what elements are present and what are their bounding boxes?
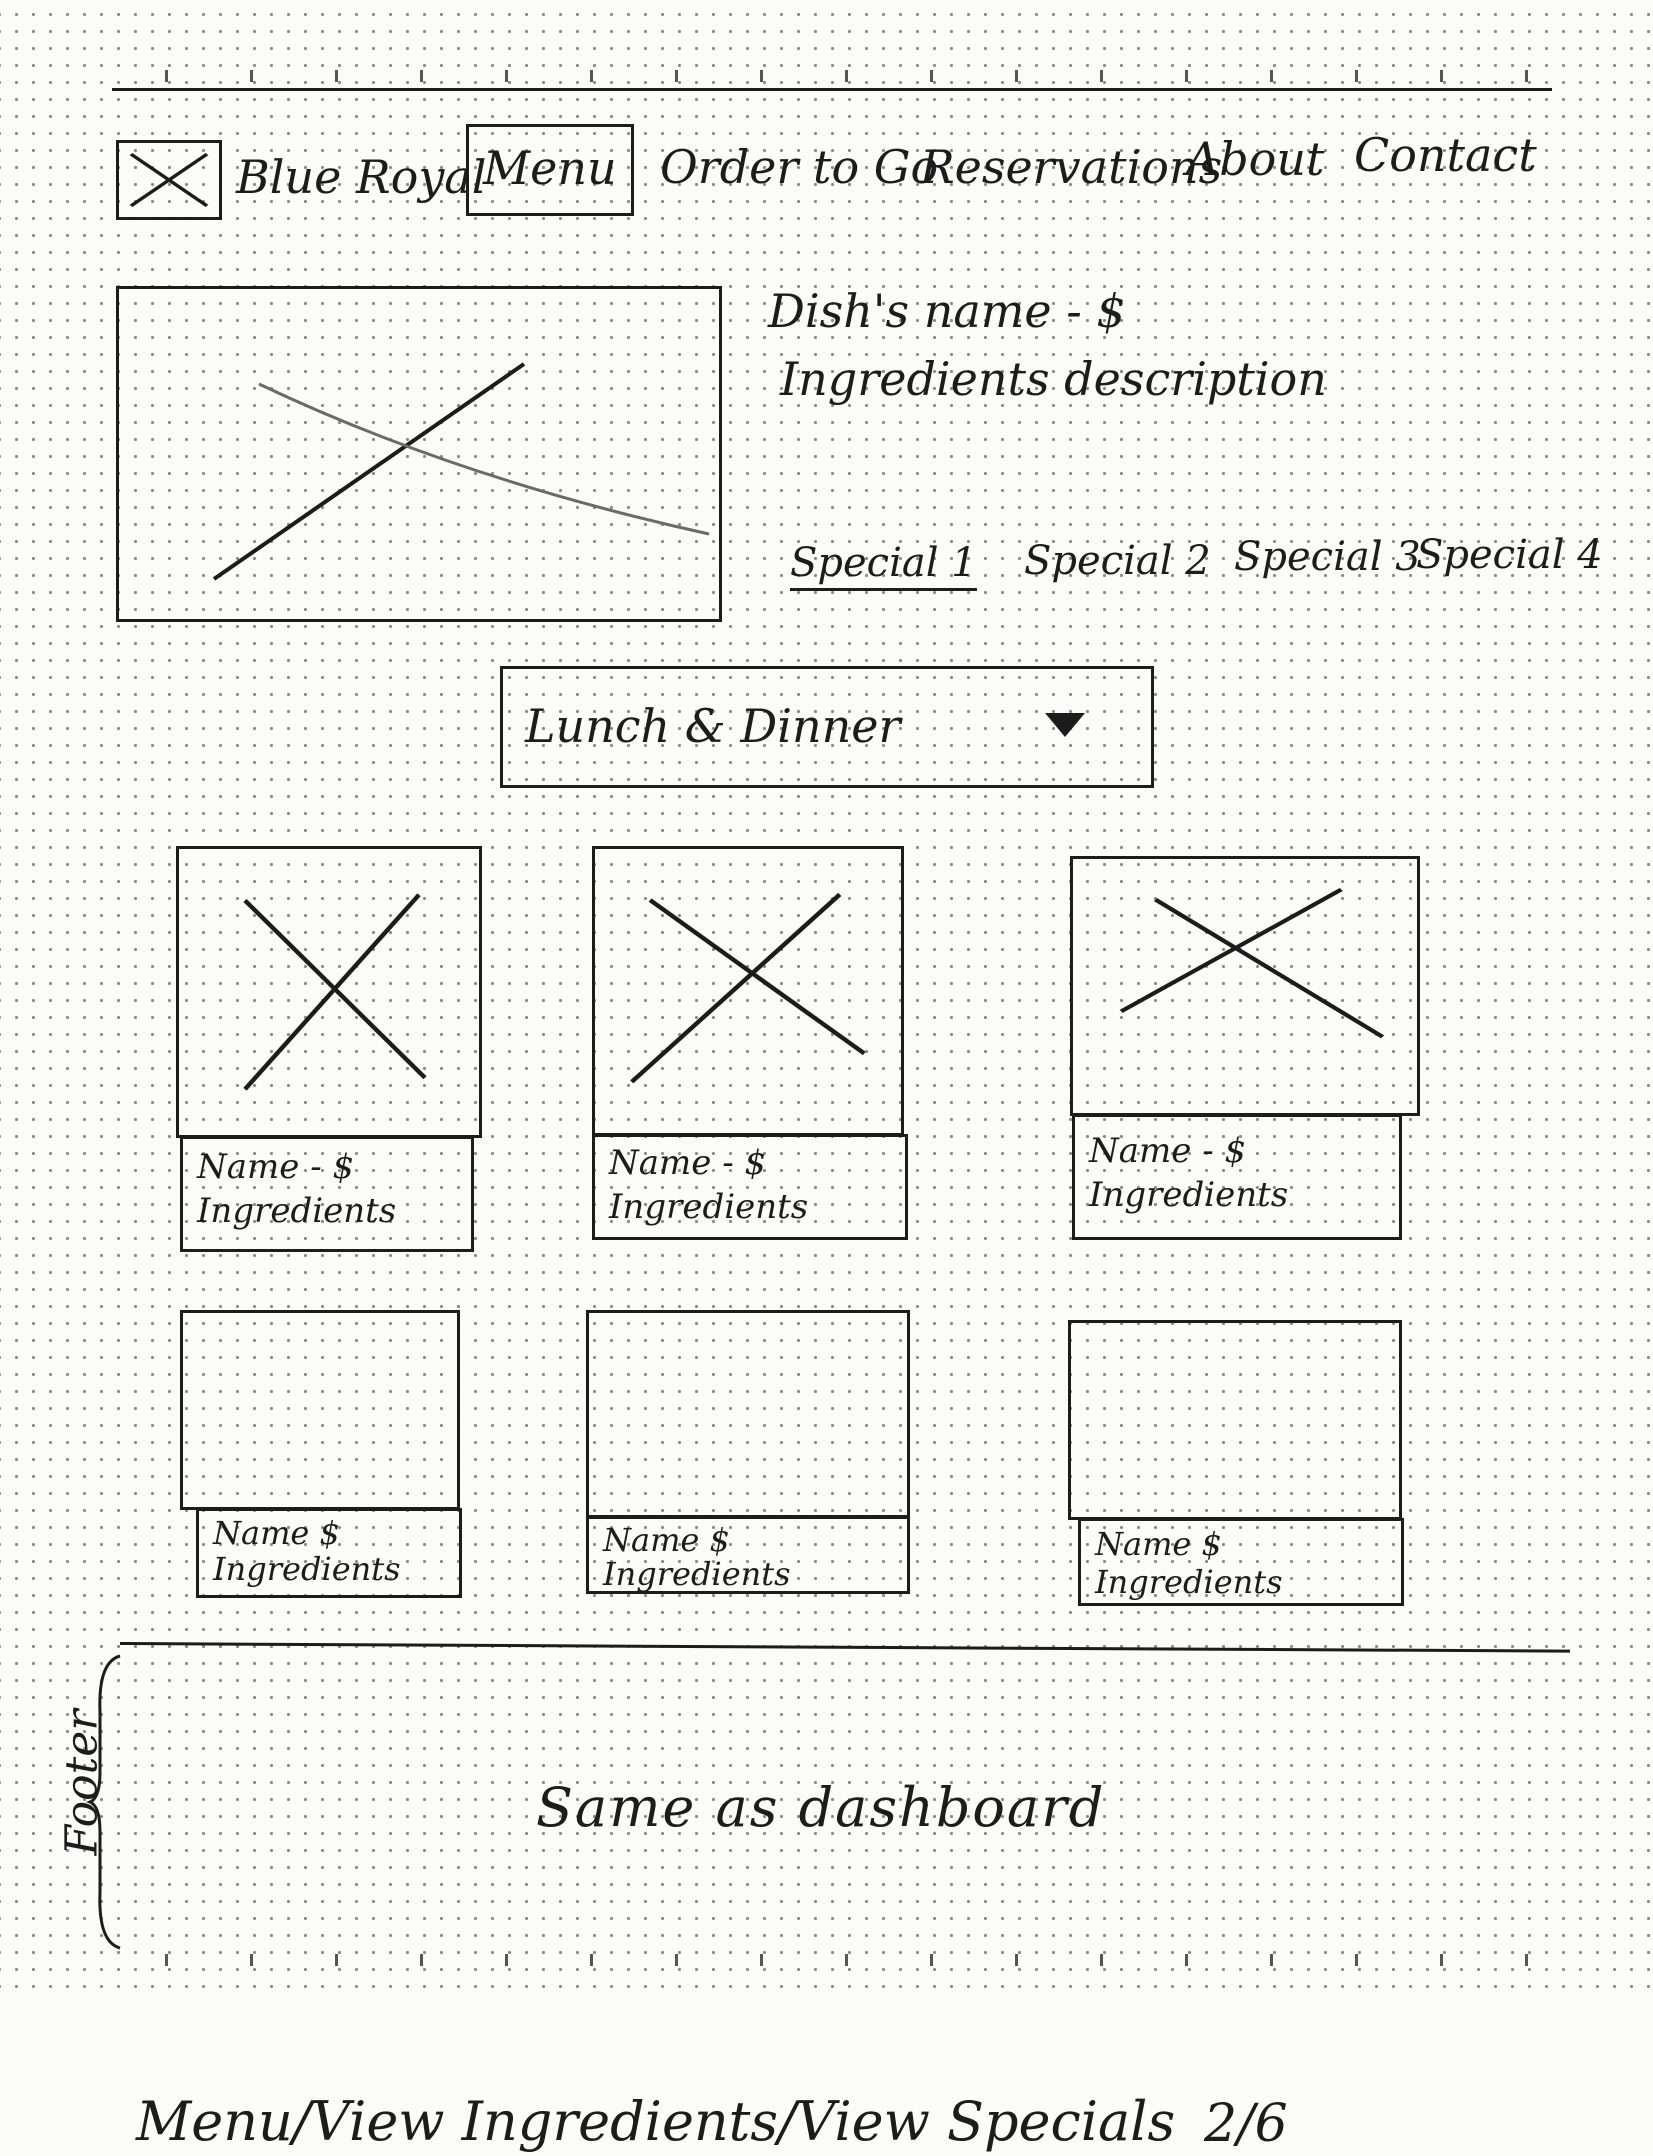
dish-card-ingredients: Ingredients [1095, 1563, 1283, 1601]
special-tab-2[interactable]: Special 2 [1024, 538, 1211, 584]
featured-dish-image [116, 286, 722, 622]
dish-card-image[interactable] [1068, 1320, 1402, 1520]
footer-divider [119, 1642, 1570, 1653]
image-placeholder-icon [129, 153, 209, 207]
ruler-tick [1100, 70, 1103, 82]
ruler-tick [250, 70, 253, 82]
dish-card-info[interactable]: Name $ Ingredients [1078, 1518, 1404, 1606]
ruler-tick [760, 70, 763, 82]
ruler-tick [675, 1954, 678, 1966]
ruler-tick [505, 1954, 508, 1966]
dish-card-image[interactable] [176, 846, 482, 1138]
logo-placeholder[interactable] [116, 140, 222, 220]
brand-name[interactable]: Blue Royal [236, 150, 487, 204]
ruler-tick [1100, 1954, 1103, 1966]
footer-text: Same as dashboard [536, 1776, 1106, 1839]
special-tab-1-active[interactable]: Special 1 [790, 540, 977, 591]
dish-card-info[interactable]: Name - $ Ingredients [180, 1136, 474, 1252]
image-placeholder-icon [1119, 887, 1385, 1039]
ruler-tick [1440, 1954, 1443, 1966]
dish-card-name: Name $ [213, 1514, 340, 1552]
special-tab-4[interactable]: Special 4 [1416, 532, 1603, 578]
dish-card-image[interactable] [180, 1310, 460, 1510]
ruler-tick [845, 70, 848, 82]
ruler-tick [1185, 70, 1188, 82]
nav-item-menu-active[interactable]: Menu [466, 124, 634, 216]
footer-brace-icon [86, 1654, 121, 1950]
nav-item-label: Menu [483, 141, 617, 195]
ruler-tick [930, 70, 933, 82]
ruler-tick [590, 1954, 593, 1966]
ruler-tick [165, 70, 168, 82]
featured-dish-title: Dish's name - $ [768, 284, 1126, 338]
ruler-tick [165, 1954, 168, 1966]
select-value: Lunch & Dinner [525, 699, 901, 753]
dish-card-name: Name $ [1095, 1525, 1222, 1563]
page-margin [0, 1990, 1653, 2156]
nav-item-contact[interactable]: Contact [1354, 128, 1537, 182]
ruler-tick [1270, 1954, 1273, 1966]
dish-card-name: Name - $ [197, 1147, 355, 1187]
nav-item-order-to-go[interactable]: Order to Go [660, 140, 939, 194]
dish-card-name: Name $ [603, 1521, 730, 1559]
dish-card-image[interactable] [1070, 856, 1420, 1116]
dish-card-name: Name - $ [1089, 1131, 1247, 1171]
image-placeholder-icon [243, 893, 427, 1091]
dish-card-image[interactable] [592, 846, 904, 1136]
dish-card-name: Name - $ [609, 1143, 767, 1183]
nav-item-about[interactable]: About [1186, 132, 1325, 186]
ruler-tick [1355, 70, 1358, 82]
ruler-tick [505, 70, 508, 82]
ruler-tick [675, 70, 678, 82]
ruler-tick [1185, 1954, 1188, 1966]
dish-card-ingredients: Ingredients [1089, 1175, 1289, 1215]
ruler-tick [420, 70, 423, 82]
dish-card-image[interactable] [586, 1310, 910, 1518]
ruler-tick [590, 70, 593, 82]
featured-dish-description: Ingredients description [780, 352, 1327, 406]
ruler-tick [1355, 1954, 1358, 1966]
page-number: 2/6 [1204, 2094, 1288, 2154]
ruler-tick [335, 1954, 338, 1966]
top-divider [112, 88, 1552, 91]
ruler-tick [930, 1954, 933, 1966]
ruler-tick [1525, 1954, 1528, 1966]
nav-item-reservations[interactable]: Reservations [920, 140, 1223, 194]
ruler-tick [845, 1954, 848, 1966]
dropdown-arrow-icon [1045, 713, 1085, 737]
dish-card-info[interactable]: Name - $ Ingredients [592, 1134, 908, 1240]
dish-card-ingredients: Ingredients [213, 1550, 401, 1588]
page-caption: Menu/View Ingredients/View Specials [136, 2090, 1176, 2153]
special-tab-3[interactable]: Special 3 [1234, 534, 1421, 580]
ruler-tick [335, 70, 338, 82]
ruler-tick [250, 1954, 253, 1966]
image-placeholder-icon [630, 892, 866, 1084]
dish-card-ingredients: Ingredients [603, 1555, 791, 1593]
ruler-tick [1440, 70, 1443, 82]
ruler-tick [1525, 70, 1528, 82]
ruler-tick [760, 1954, 763, 1966]
ruler-tick [1015, 70, 1018, 82]
dish-card-ingredients: Ingredients [197, 1191, 397, 1231]
ruler-tick [1270, 70, 1273, 82]
dish-card-info[interactable]: Name - $ Ingredients [1072, 1114, 1402, 1240]
ruler-tick [420, 1954, 423, 1966]
menu-category-select[interactable]: Lunch & Dinner [500, 666, 1154, 788]
image-placeholder-icon [212, 362, 710, 581]
footer-annotation-label: Footer [56, 1709, 108, 1856]
dish-card-info[interactable]: Name $ Ingredients [196, 1508, 462, 1598]
dish-card-ingredients: Ingredients [609, 1187, 809, 1227]
ruler-tick [1015, 1954, 1018, 1966]
dish-card-info[interactable]: Name $ Ingredients [586, 1516, 910, 1594]
